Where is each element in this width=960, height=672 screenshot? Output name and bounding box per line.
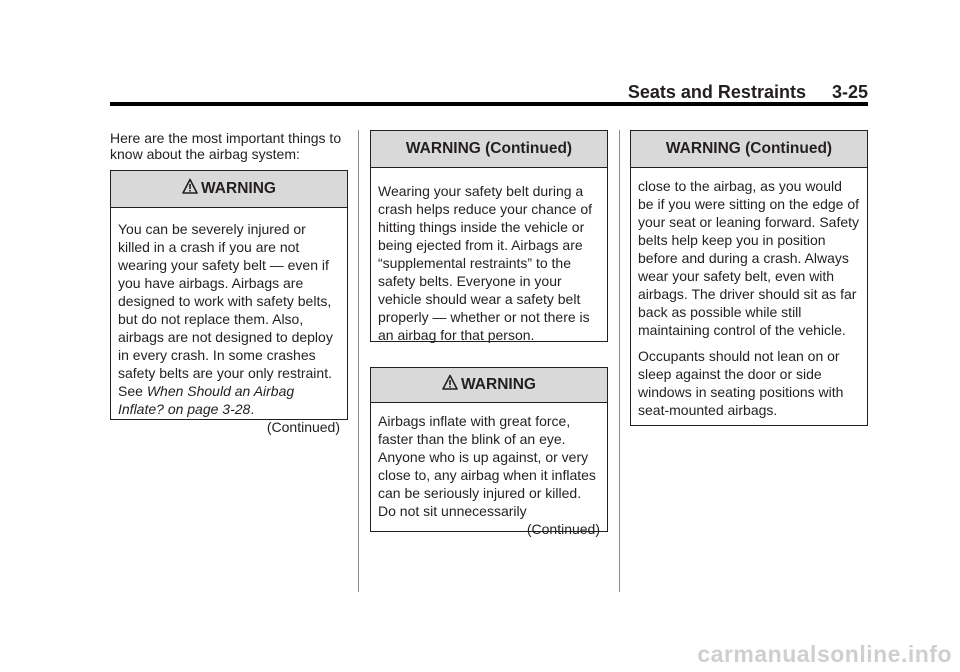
warning-continued-box: WARNING (Continued) Wearing your safety … <box>370 130 608 343</box>
column-divider <box>619 130 620 592</box>
section-title: Seats and Restraints <box>627 82 806 102</box>
warning-body: Wearing your safety belt during a crash … <box>371 168 607 350</box>
warning-triangle-icon <box>182 178 198 200</box>
cross-reference-link[interactable]: When Should an Airbag Inflate? on page 3… <box>118 383 295 417</box>
warning-text-end: . <box>250 401 255 417</box>
warning-body: close to the airbag, as you would be if … <box>631 168 867 425</box>
warning-text: Wearing your safety belt during a crash … <box>378 183 593 343</box>
column-divider <box>358 130 359 592</box>
warning-paragraph: close to the airbag, as you would be if … <box>638 178 860 338</box>
warning-continued-header: WARNING (Continued) <box>631 131 867 168</box>
warning-continued-header: WARNING (Continued) <box>371 131 607 168</box>
warning-header: WARNING <box>371 368 607 403</box>
warning-body: Airbags inflate with great force, faster… <box>371 403 607 544</box>
page-header: Seats and Restraints 3-25 <box>110 82 868 102</box>
warning-paragraph: Occupants should not lean on or sleep ag… <box>638 348 844 418</box>
watermark: carmanualsonline.info <box>697 641 952 667</box>
warning-title: WARNING <box>201 180 276 197</box>
warning-title: WARNING <box>461 376 536 393</box>
continued-label: (Continued) <box>266 419 340 435</box>
warning-box: WARNING You can be severely injured or k… <box>110 170 348 435</box>
warning-box: WARNING Airbags inflate with great force… <box>370 367 608 537</box>
warning-text: You can be severely injured or killed in… <box>118 221 333 399</box>
warning-header: WARNING <box>111 171 347 208</box>
warning-body: You can be severely injured or killed in… <box>111 208 347 442</box>
page-number: 3-25 <box>831 82 868 102</box>
header-rule <box>110 102 868 106</box>
continued-label: (Continued) <box>526 521 600 537</box>
warning-continued-box: WARNING (Continued) close to the airbag,… <box>630 130 868 426</box>
warning-text: Airbags inflate with great force, faster… <box>378 413 596 519</box>
warning-triangle-icon <box>442 374 458 396</box>
intro-text: Here are the most important things to kn… <box>110 130 342 162</box>
